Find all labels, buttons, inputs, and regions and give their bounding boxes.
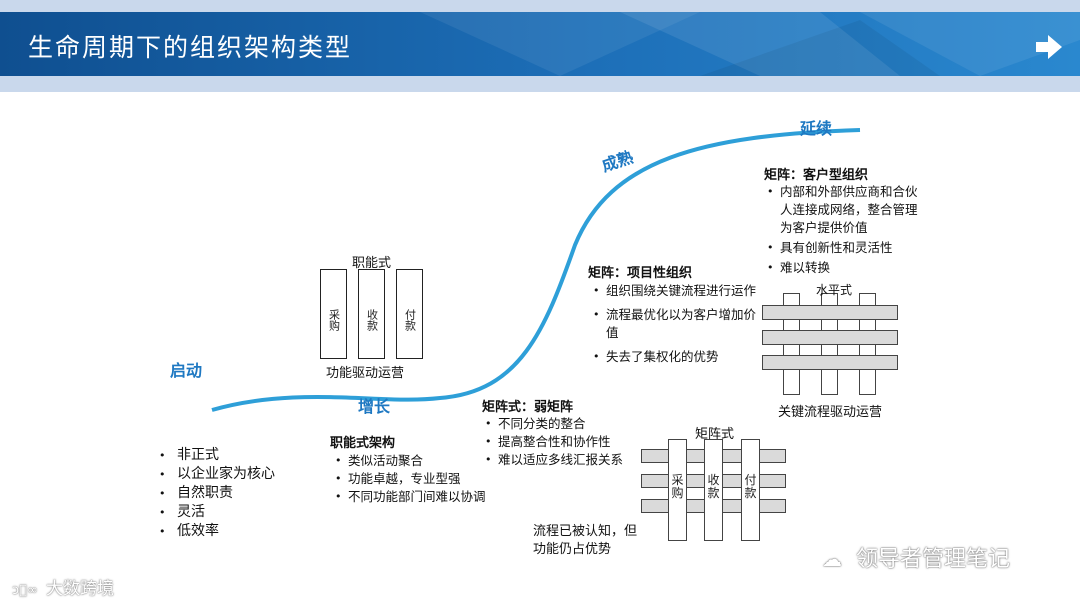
watermark-logo-icon: ↄ⃝∞ (12, 583, 38, 598)
header-bar: 生命周期下的组织架构类型 (0, 0, 1080, 92)
list-item: 提高整合性和协作性 (482, 433, 672, 451)
list-item: 不同分类的整合 (482, 415, 672, 433)
list-item: 难以转换 (764, 259, 924, 277)
list-item: 低效率 (155, 522, 315, 541)
column-label: 采购 (327, 309, 341, 331)
list-item: 具有创新性和灵活性 (764, 239, 924, 257)
functional-diagram-caption: 功能驱动运营 (326, 366, 405, 381)
list-item: 类似活动聚合 (332, 452, 492, 470)
functional-arch-heading: 职能式架构 (330, 436, 396, 451)
column-label: 付款 (403, 309, 417, 331)
watermark-right: ☁领导者管理笔记 (822, 547, 1011, 572)
header-background (0, 0, 1080, 92)
horizontal-row-bar (762, 330, 898, 345)
matrix-diagram-note: 流程已被认知，但功能仍占优势 (533, 524, 638, 557)
arrow-right-icon (1036, 35, 1062, 59)
list-item: 不同功能部门间难以协调 (332, 488, 492, 506)
customer-matrix-heading: 矩阵：客户型组织 (764, 168, 869, 183)
column-purchase: 采购 (320, 269, 347, 359)
list-item: 自然职责 (155, 484, 315, 503)
start-stage-list: 非正式 以企业家为核心 自然职责 灵活 低效率 (155, 446, 315, 541)
column-receipt: 收款 (358, 269, 385, 359)
horizontal-diagram-caption: 关键流程驱动运营 (778, 405, 883, 420)
list-item: 以企业家为核心 (155, 465, 315, 484)
column-label: 采购 (671, 473, 684, 500)
list-item: 失去了集权化的优势 (590, 348, 760, 366)
list-item: 内部和外部供应商和合伙人连接成网络，整合管理为客户提供价值 (764, 183, 924, 237)
horizontal-row-bar (762, 305, 898, 320)
wechat-icon: ☁ (822, 547, 842, 571)
list-item: 流程最优化以为客户增加价值 (590, 306, 760, 342)
stage-continue-label: 延续 (800, 119, 833, 138)
weak-matrix-heading: 矩阵式：弱矩阵 (482, 400, 574, 415)
list-item: 组织围绕关键流程进行运作 (590, 282, 760, 300)
watermark-left: ↄ⃝∞大数跨境 (12, 579, 114, 599)
list-item: 灵活 (155, 503, 315, 522)
horizontal-row-bar (762, 355, 898, 370)
matrix-column-bar: 采购 (668, 439, 687, 541)
weak-matrix-list: 不同分类的整合 提高整合性和协作性 难以适应多线汇报关系 (482, 415, 672, 469)
column-label: 付款 (744, 473, 757, 500)
list-item: 非正式 (155, 446, 315, 465)
next-slide-button[interactable] (1034, 32, 1064, 62)
functional-diagram-label: 职能式 (352, 256, 392, 271)
functional-arch-list: 类似活动聚合 功能卓越，专业型强 不同功能部门间难以协调 (332, 452, 492, 506)
page-title: 生命周期下的组织架构类型 (28, 33, 353, 62)
list-item: 功能卓越，专业型强 (332, 470, 492, 488)
project-matrix-heading: 矩阵：项目性组织 (588, 266, 693, 281)
column-label: 收款 (365, 309, 379, 331)
matrix-column-bar: 收款 (704, 439, 723, 541)
column-label: 收款 (707, 473, 720, 500)
horizontal-diagram-label: 水平式 (816, 283, 853, 297)
stage-start-label: 启动 (170, 361, 203, 380)
column-payment: 付款 (396, 269, 423, 359)
project-matrix-list: 组织围绕关键流程进行运作 流程最优化以为客户增加价值 失去了集权化的优势 (590, 282, 760, 366)
customer-matrix-list: 内部和外部供应商和合伙人连接成网络，整合管理为客户提供价值 具有创新性和灵活性 … (764, 183, 924, 277)
matrix-diagram-label: 矩阵式 (695, 427, 735, 442)
matrix-column-bar: 付款 (741, 439, 760, 541)
stage-growth-label: 增长 (358, 397, 391, 416)
list-item: 难以适应多线汇报关系 (482, 451, 672, 469)
